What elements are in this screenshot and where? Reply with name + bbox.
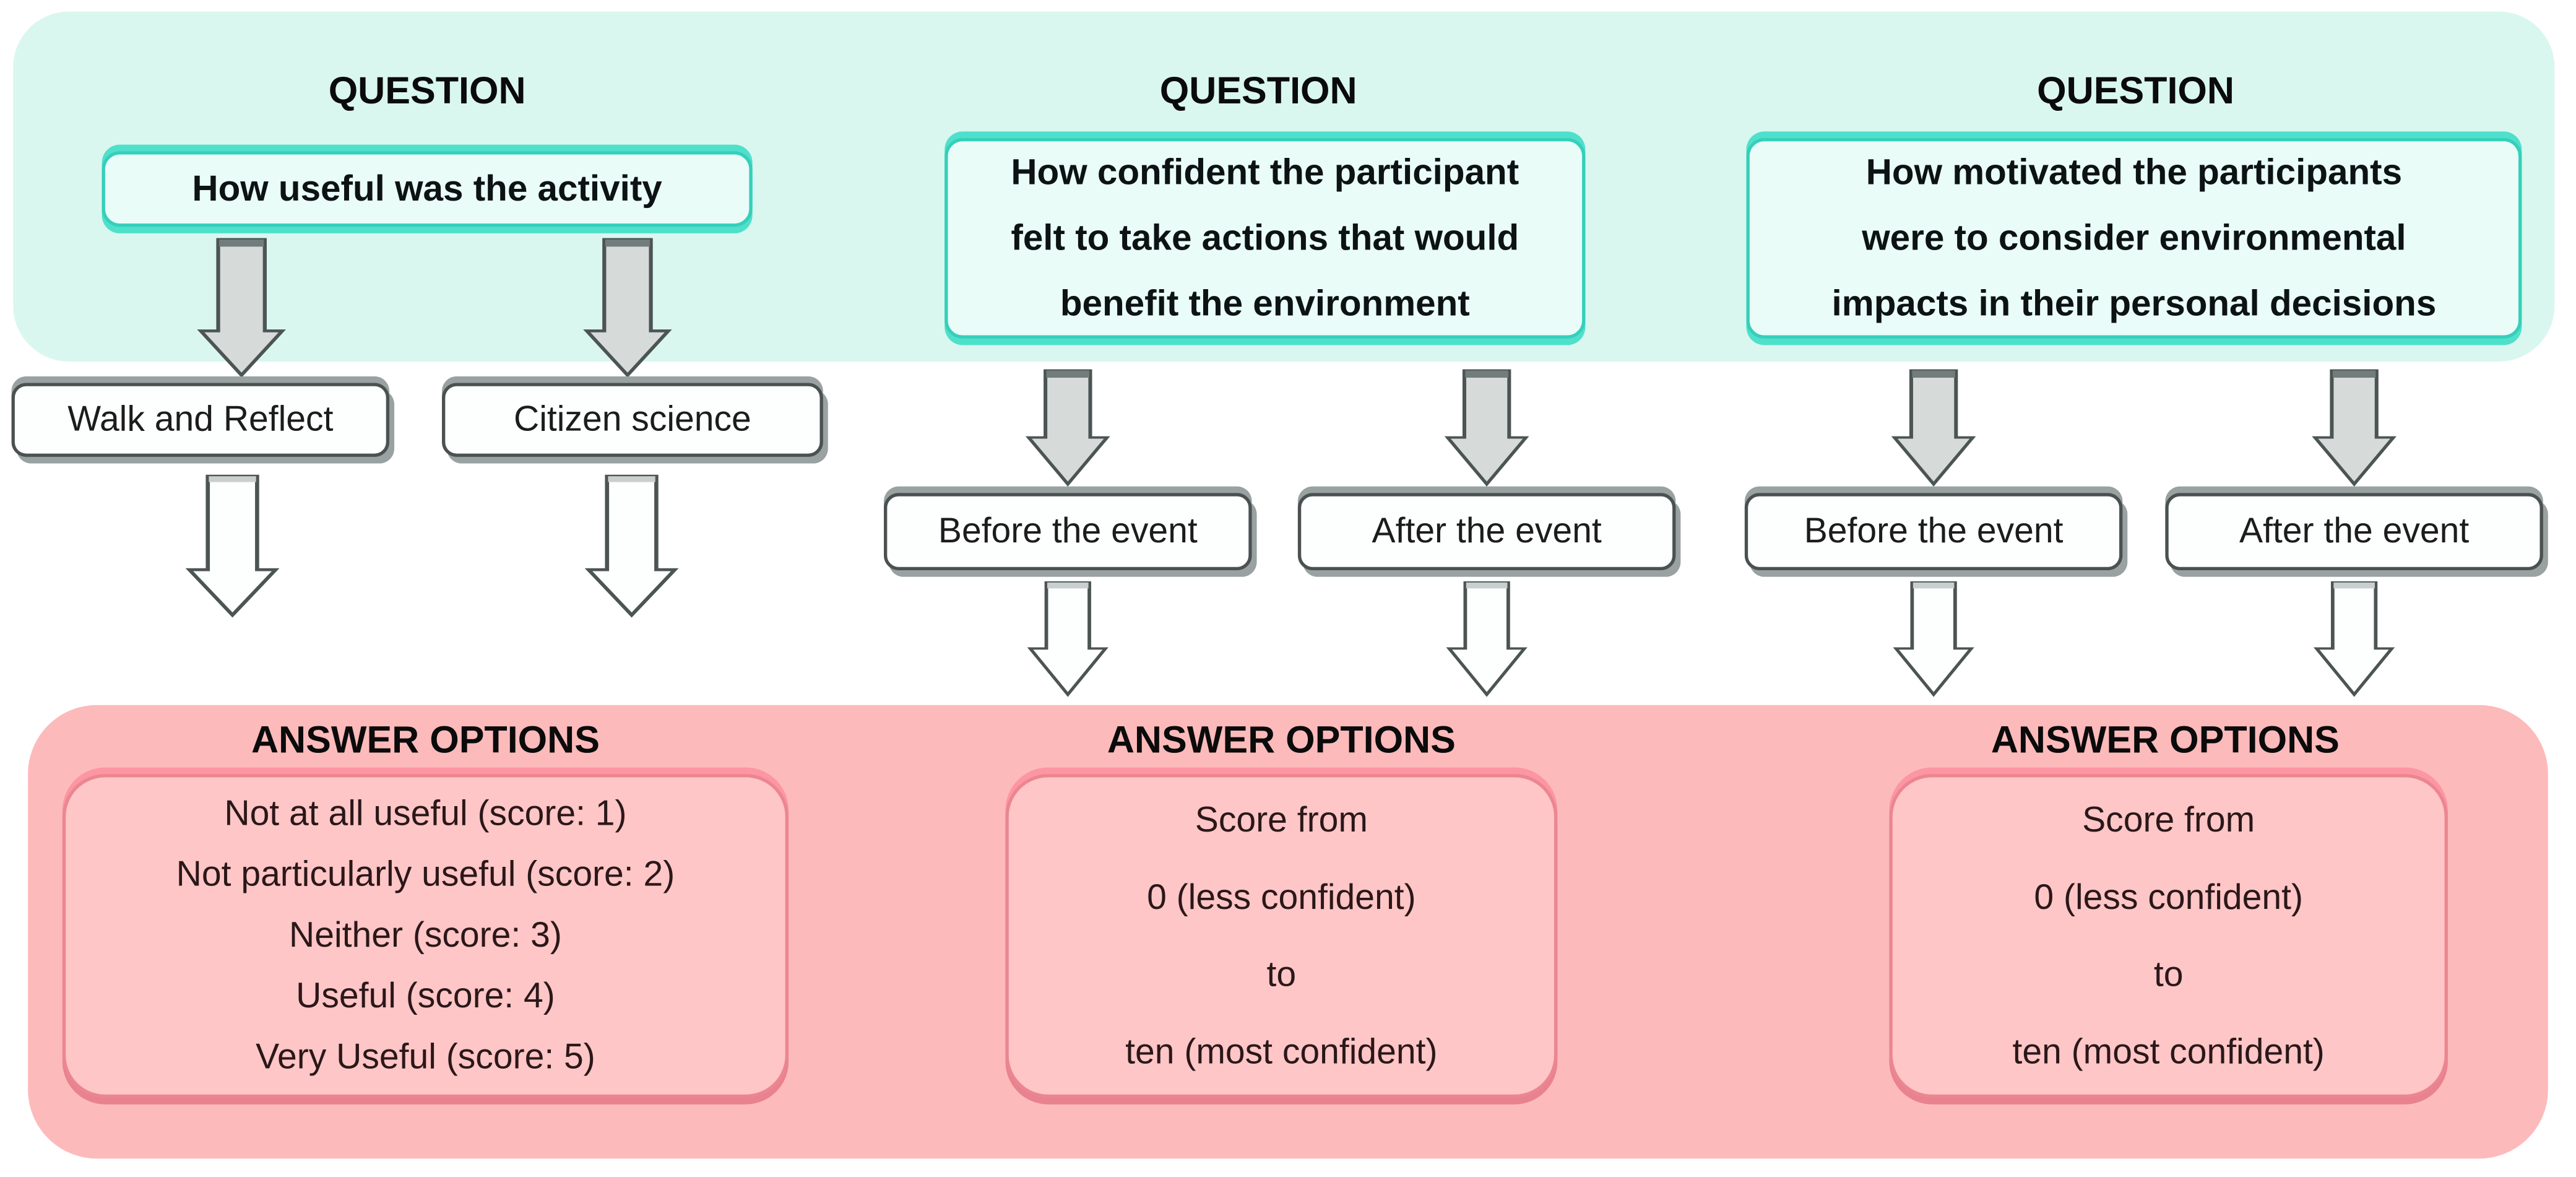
branch-label: Before the event — [1804, 511, 2064, 551]
down-arrow-icon — [584, 474, 679, 618]
question-text: How confident the participant — [1011, 151, 1519, 193]
down-arrow-icon — [1891, 369, 1976, 487]
answer-option: Score from — [1195, 799, 1368, 840]
section1-question-header: QUESTION — [328, 69, 526, 112]
question-text: How motivated the participants — [1865, 151, 2403, 193]
section3-answer-box: Score from 0 (less confident) to ten (mo… — [1889, 774, 2448, 1098]
down-arrow-icon — [1893, 581, 1974, 697]
answer-option: Very Useful (score: 5) — [256, 1036, 595, 1077]
answer-option: Score from — [2082, 799, 2255, 840]
down-arrow-icon — [1446, 581, 1528, 697]
question-text: impacts in their personal decisions — [1831, 282, 2437, 324]
section3-question-box: How motivated the participants were to c… — [1746, 137, 2522, 339]
section3-branch-before-the-event: Before the event — [1744, 493, 2123, 571]
section1-question-box: How useful was the activity — [102, 151, 753, 227]
down-arrow-icon — [1025, 369, 1110, 487]
answer-option: 0 (less confident) — [2034, 877, 2303, 916]
section1-answer-box: Not at all useful (score: 1) Not particu… — [62, 774, 789, 1098]
answer-option: Not at all useful (score: 1) — [224, 794, 627, 833]
down-arrow-icon — [1027, 581, 1109, 697]
question-text: felt to take actions that would — [1011, 217, 1519, 258]
down-arrow-icon — [2313, 581, 2395, 697]
branch-label: Citizen science — [514, 399, 751, 439]
section3-branch-after-the-event: After the event — [2165, 493, 2543, 571]
branch-label: Walk and Reflect — [67, 399, 334, 439]
section1-branch-citizen-science: Citizen science — [442, 383, 823, 457]
down-arrow-icon — [2312, 369, 2397, 487]
section2-answer-box: Score from 0 (less confident) to ten (mo… — [1005, 774, 1558, 1098]
answer-option: ten (most confident) — [1125, 1031, 1438, 1071]
down-arrow-icon — [583, 238, 672, 378]
down-arrow-icon — [185, 474, 280, 618]
answer-option: to — [2153, 953, 2184, 994]
answer-option: 0 (less confident) — [1147, 877, 1416, 916]
answer-option: ten (most confident) — [2012, 1031, 2325, 1071]
section2-branch-after-the-event: After the event — [1297, 493, 1676, 571]
section3-answer-header: ANSWER OPTIONS — [1990, 718, 2340, 761]
branch-label: Before the event — [938, 511, 1198, 551]
section2-question-box: How confident the participant felt to ta… — [944, 137, 1586, 339]
branch-label: After the event — [1372, 511, 1602, 551]
down-arrow-icon — [1444, 369, 1529, 487]
down-arrow-icon — [197, 238, 286, 378]
answer-option: Neither (score: 3) — [289, 915, 562, 955]
section3-question-header: QUESTION — [2037, 69, 2235, 112]
answer-option: to — [1266, 953, 1297, 994]
branch-label: After the event — [2239, 511, 2470, 551]
question-text: were to consider environmental — [1862, 217, 2406, 258]
question-text: How useful was the activity — [192, 167, 662, 209]
section2-question-header: QUESTION — [1159, 69, 1357, 112]
answer-option: Not particularly useful (score: 2) — [176, 854, 675, 894]
section2-branch-before-the-event: Before the event — [884, 493, 1252, 571]
section1-branch-walk-and-reflect: Walk and Reflect — [11, 383, 390, 457]
section1-answer-header: ANSWER OPTIONS — [251, 718, 600, 761]
question-text: benefit the environment — [1060, 282, 1470, 324]
section2-answer-header: ANSWER OPTIONS — [1107, 718, 1456, 761]
answer-option: Useful (score: 4) — [296, 976, 555, 1016]
